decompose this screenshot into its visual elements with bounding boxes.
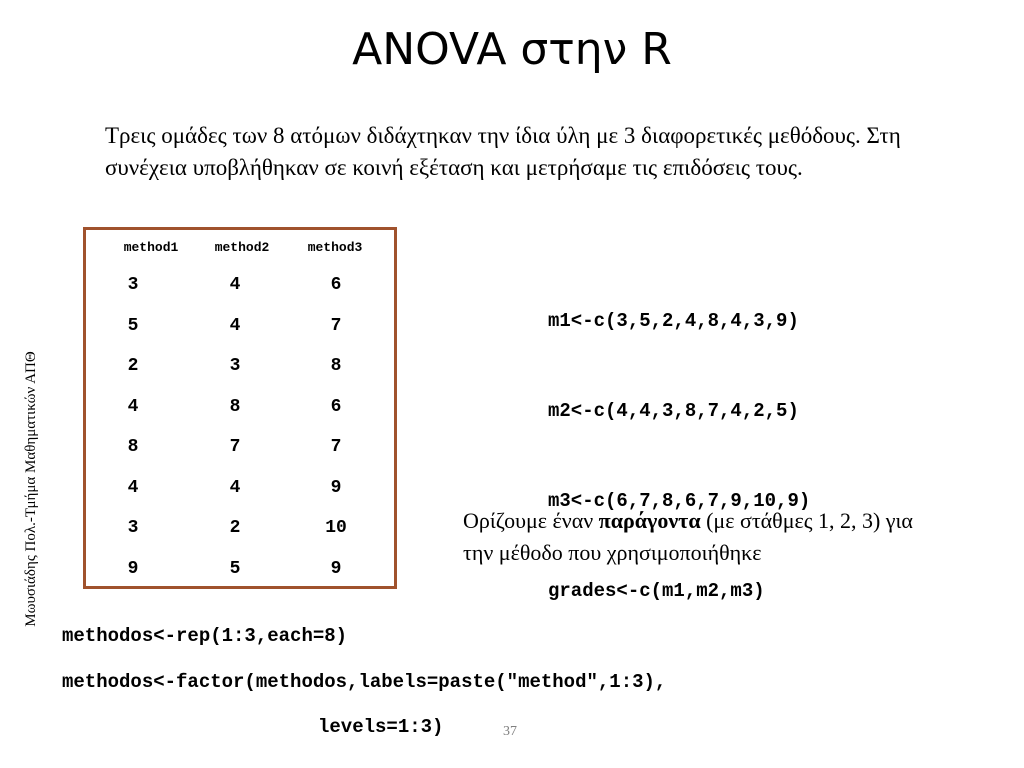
table-cell: 9 bbox=[330, 478, 342, 498]
table-cell: 10 bbox=[325, 518, 347, 538]
table-row: 5 4 7 bbox=[86, 314, 394, 338]
intro-paragraph: Τρεις ομάδες των 8 ατόμων διδάχτηκαν την… bbox=[105, 123, 901, 180]
code-line-rep: methodos<-rep(1:3,each=8) bbox=[62, 625, 348, 647]
code-line-m3: m3<-c(6,7,8,6,7,9,10,9) bbox=[548, 490, 811, 512]
factor-note: Ορίζουμε έναν παράγοντα (με στάθμες 1, 2… bbox=[463, 505, 933, 569]
table-cell: 9 bbox=[127, 559, 139, 579]
table-cell: 3 bbox=[127, 275, 139, 295]
table-cell: 2 bbox=[229, 518, 241, 538]
table-header-row: method1 method2 method3 bbox=[86, 240, 394, 258]
table-cell: 7 bbox=[330, 316, 342, 336]
table-cell: 7 bbox=[229, 437, 241, 457]
table-cell: 2 bbox=[127, 356, 139, 376]
table-cell: 6 bbox=[330, 275, 342, 295]
sidebar-author-label: Μωυσιάδης Πολ.-Τμήμα Μαθηματικών ΑΠΘ bbox=[23, 351, 39, 627]
data-table: method1 method2 method3 3 4 6 5 4 7 2 3 … bbox=[83, 227, 397, 589]
table-cell: 3 bbox=[229, 356, 241, 376]
table-cell: 5 bbox=[127, 316, 139, 336]
note-text-before: Ορίζουμε έναν bbox=[463, 508, 599, 533]
table-row: 2 3 8 bbox=[86, 354, 394, 378]
table-row: 3 2 10 bbox=[86, 516, 394, 540]
table-cell: 9 bbox=[330, 559, 342, 579]
table-cell: 4 bbox=[229, 478, 241, 498]
table-cell: 3 bbox=[127, 518, 139, 538]
page-number: 37 bbox=[503, 724, 517, 739]
table-cell: 8 bbox=[330, 356, 342, 376]
code-line-grades: grades<-c(m1,m2,m3) bbox=[548, 580, 765, 602]
table-row: 3 4 6 bbox=[86, 273, 394, 297]
table-cell: 5 bbox=[229, 559, 241, 579]
table-row: 4 4 9 bbox=[86, 476, 394, 500]
table-cell: 7 bbox=[330, 437, 342, 457]
note-text-bold: παράγοντα bbox=[598, 508, 701, 533]
code-line-m2: m2<-c(4,4,3,8,7,4,2,5) bbox=[548, 400, 799, 422]
code-block-vectors: m1<-c(3,5,2,4,8,4,3,9) m2<-c(4,4,3,8,7,4… bbox=[548, 246, 810, 636]
code-line-factor: methodos<-factor(methodos,labels=paste("… bbox=[62, 671, 667, 693]
code-line-levels: levels=1:3) bbox=[318, 716, 444, 738]
table-header-method1: method1 bbox=[123, 240, 179, 255]
table-cell: 6 bbox=[330, 397, 342, 417]
table-row: 8 7 7 bbox=[86, 435, 394, 459]
code-line-m1: m1<-c(3,5,2,4,8,4,3,9) bbox=[548, 310, 799, 332]
table-cell: 4 bbox=[229, 316, 241, 336]
table-cell: 4 bbox=[127, 478, 139, 498]
table-cell: 8 bbox=[127, 437, 139, 457]
table-row: 4 8 6 bbox=[86, 395, 394, 419]
table-cell: 4 bbox=[229, 275, 241, 295]
table-header-method3: method3 bbox=[307, 240, 363, 255]
table-cell: 4 bbox=[127, 397, 139, 417]
table-cell: 8 bbox=[229, 397, 241, 417]
table-row: 9 5 9 bbox=[86, 557, 394, 581]
table-header-method2: method2 bbox=[214, 240, 270, 255]
note-text-after: (με στάθμες 1, 2, 3) για την μέθοδο που … bbox=[463, 508, 913, 565]
slide-title: ANOVA στην R bbox=[352, 24, 672, 75]
